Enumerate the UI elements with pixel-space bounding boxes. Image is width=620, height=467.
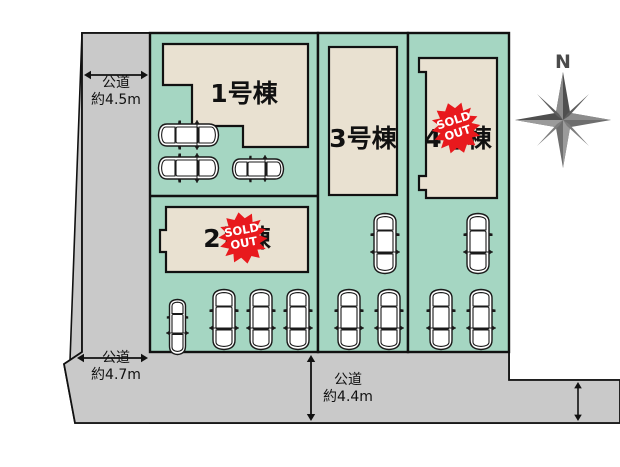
- building-1-shape[interactable]: [161, 42, 310, 149]
- building-1-label: 1号棟: [210, 79, 278, 108]
- compass-point-se: [563, 120, 589, 146]
- road-south-width: 約4.4m: [323, 389, 373, 405]
- car-lot2-4: [282, 288, 314, 351]
- sold-out-line1: SOLD: [223, 220, 260, 240]
- road-south-dimension: [306, 355, 316, 421]
- car-lot4-3: [465, 288, 497, 351]
- car-lot3-3: [373, 288, 405, 351]
- compass-north-label: N: [555, 51, 571, 73]
- road-southwest-width: 約4.7m: [91, 367, 141, 383]
- road-southwest-name: 公道: [102, 350, 130, 366]
- road-southwest-dimension: [77, 353, 148, 363]
- road-south-name: 公道: [334, 372, 362, 388]
- car-lot1-1: [157, 119, 220, 151]
- building-3-shape[interactable]: [327, 45, 399, 197]
- car-lot1-3: [231, 154, 285, 183]
- road-west-width: 約4.5m: [91, 92, 141, 108]
- car-lot3-2: [333, 288, 365, 351]
- car-lot2-3: [245, 288, 277, 351]
- car-lot2-2: [208, 288, 240, 351]
- road-west-name: 公道: [102, 75, 130, 91]
- compass-point-ne: [563, 94, 589, 120]
- building-3-label: 3号棟: [329, 124, 397, 153]
- car-lot1-2: [157, 152, 220, 184]
- compass-point-sw: [537, 120, 563, 146]
- compass-rose: N: [515, 51, 611, 168]
- road-south-dimension-east: [574, 382, 582, 421]
- sold-out-badge-building-4: SOLD OUT: [425, 95, 487, 161]
- sold-out-line2: OUT: [229, 234, 258, 252]
- car-lot4-1: [462, 212, 494, 275]
- buildings-group: [158, 42, 499, 274]
- car-lot2-1: [165, 298, 190, 356]
- road-west-dimension: [84, 70, 148, 80]
- sold-out-badge-building-2: SOLD OUT: [214, 208, 272, 268]
- car-lot4-2: [425, 288, 457, 351]
- car-lot3-1: [369, 212, 401, 275]
- compass-point-nw: [537, 94, 563, 120]
